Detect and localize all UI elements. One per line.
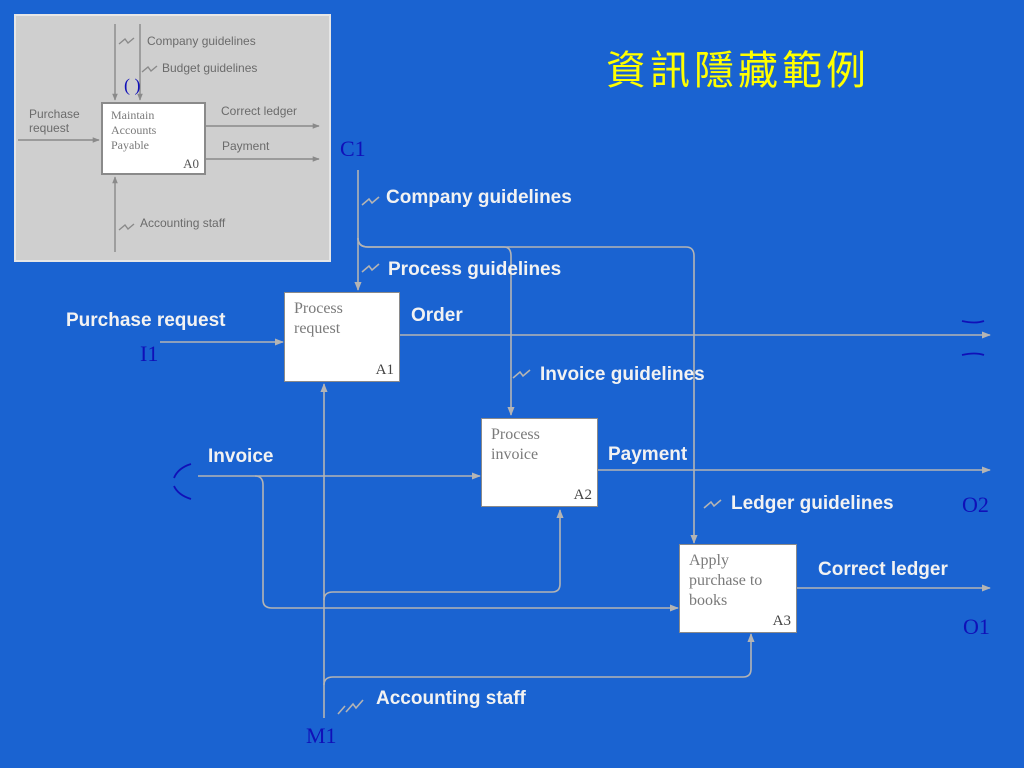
context-activity-code: A0 xyxy=(183,156,199,171)
activity-label-a3: Apply purchase to books xyxy=(689,552,763,609)
context-budget-guidelines: Budget guidelines xyxy=(162,61,258,75)
context-diagram: Company guidelines Budget guidelines ( )… xyxy=(14,14,331,262)
activity-box-a1: Process request A1 xyxy=(284,292,400,382)
activity-label-a1: Process request xyxy=(294,300,343,337)
label-order: Order xyxy=(411,305,463,326)
context-connector-lines xyxy=(18,24,320,252)
invoice-to-a3 xyxy=(254,475,679,612)
icom-code-o1: O1 xyxy=(963,614,990,639)
squiggle-tick xyxy=(118,223,135,231)
tunnel-arc xyxy=(173,485,192,500)
context-company-guidelines: Company guidelines xyxy=(147,34,256,48)
context-activity-box: Maintain Accounts Payable A0 xyxy=(101,102,206,175)
label-process-guidelines: Process guidelines xyxy=(388,259,562,280)
activity-box-a3: Apply purchase to books A3 xyxy=(679,544,797,633)
activity-code-a3: A3 xyxy=(772,613,791,629)
squiggle-tick xyxy=(361,196,380,206)
squiggle-tick xyxy=(512,369,531,379)
context-tunnel-marks: ( ) xyxy=(124,75,141,95)
label-correct-ledger: Correct ledger xyxy=(818,559,948,580)
mechanism-m1-to-a2 xyxy=(323,509,564,601)
activity-box-a2: Process invoice A2 xyxy=(481,418,598,507)
squiggle-tick xyxy=(141,65,158,73)
squiggle-tick xyxy=(345,699,364,713)
tunnel-arc xyxy=(173,463,192,479)
page-title: 資訊隱藏範例 xyxy=(606,48,870,94)
label-ledger-guidelines: Ledger guidelines xyxy=(731,493,894,514)
activity-code-a1: A1 xyxy=(375,362,394,378)
mechanism-m1-to-a3 xyxy=(323,633,755,686)
squiggle-tick xyxy=(703,499,722,509)
context-correct-ledger-label: Correct ledger xyxy=(221,104,298,118)
squiggle-tick xyxy=(118,37,135,45)
activity-code-a2: A2 xyxy=(573,487,592,503)
label-payment: Payment xyxy=(608,444,688,465)
squiggle-tick xyxy=(361,263,380,273)
icom-code-i1: I1 xyxy=(140,341,159,366)
icom-code-o2: O2 xyxy=(962,492,989,517)
activity-label-a2: Process invoice xyxy=(491,426,540,463)
label-purchase-request: Purchase request xyxy=(66,310,226,331)
context-activity-label: Maintain Accounts Payable xyxy=(111,108,157,152)
tunnel-arc xyxy=(961,320,985,324)
label-invoice: Invoice xyxy=(208,446,274,467)
context-accounting-staff-label: Accounting staff xyxy=(140,216,226,230)
tunnel-arc xyxy=(961,352,985,356)
context-payment-label: Payment xyxy=(222,139,270,153)
label-accounting-staff: Accounting staff xyxy=(376,688,526,709)
label-invoice-guidelines: Invoice guidelines xyxy=(540,364,705,385)
label-company-guidelines: Company guidelines xyxy=(386,187,572,208)
icom-code-c1: C1 xyxy=(340,136,366,161)
control-c1-to-a2 xyxy=(357,237,515,416)
icom-code-m1: M1 xyxy=(306,723,337,748)
context-input-label: Purchase request xyxy=(29,107,80,135)
squiggle-tick xyxy=(337,705,346,715)
